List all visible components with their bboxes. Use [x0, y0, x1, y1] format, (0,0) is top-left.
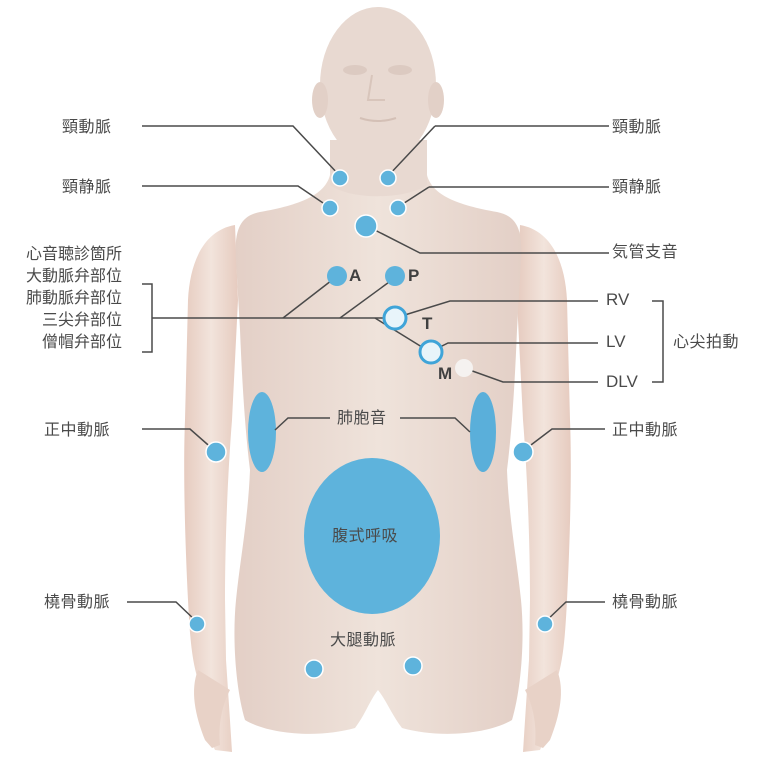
carotid-point-right[interactable]: [379, 169, 397, 187]
radial-artery-label-left: 橈骨動脈: [44, 592, 111, 611]
radial-artery-point-left[interactable]: [188, 615, 206, 633]
tricuspid-code: T: [422, 314, 433, 333]
tricuspid-valve-label: 三尖弁部位: [41, 310, 122, 329]
radial-artery-point-right[interactable]: [536, 615, 554, 633]
heart-auscultation-list: 心音聴診箇所 大動脈弁部位 肺動脈弁部位 三尖弁部位 僧帽弁部位: [4, 243, 122, 353]
torso: [234, 175, 523, 734]
jugular-label-right: 頸静脈: [612, 177, 662, 196]
lv-label: LV: [606, 332, 626, 351]
lung-sound-label: 肺胞音: [337, 408, 387, 427]
dlv-label: DLV: [606, 372, 638, 391]
left-arm: [184, 225, 238, 752]
jugular-label-left: 頸静脈: [62, 177, 112, 196]
aortic-valve-label: 大動脈弁部位: [25, 266, 122, 285]
trachea-point[interactable]: [354, 214, 378, 238]
leader-lines: [127, 125, 664, 623]
median-artery-point-left[interactable]: [205, 441, 227, 463]
femoral-artery-point-left[interactable]: [304, 659, 324, 679]
femoral-artery-point-right[interactable]: [403, 656, 423, 676]
carotid-label-right: 頸動脈: [612, 117, 662, 136]
tricuspid-valve-point[interactable]: [382, 305, 408, 331]
head: [312, 7, 444, 163]
abdominal-breathing-area[interactable]: [304, 458, 440, 614]
rv-label: RV: [606, 290, 630, 309]
pulmonary-code: P: [408, 266, 420, 285]
right-arm: [517, 225, 571, 752]
pulmonary-valve-label: 肺動脈弁部位: [25, 288, 122, 307]
lung-sound-area-right[interactable]: [470, 392, 496, 472]
femoral-artery-label: 大腿動脈: [330, 630, 397, 649]
pulmonary-valve-point[interactable]: [385, 266, 405, 286]
aortic-code: A: [349, 266, 362, 285]
mitral-lv-point[interactable]: [418, 339, 444, 365]
carotid-point-left[interactable]: [331, 169, 349, 187]
carotid-label-left: 頸動脈: [62, 117, 112, 136]
mitral-point[interactable]: [455, 359, 473, 377]
jugular-point-left[interactable]: [321, 199, 339, 217]
median-artery-label-left: 正中動脈: [44, 420, 111, 439]
mitral-valve-label: 僧帽弁部位: [41, 332, 122, 351]
abdominal-breathing-label: 腹式呼吸: [332, 526, 399, 545]
jugular-point-right[interactable]: [389, 199, 407, 217]
heart-heading: 心音聴診箇所: [25, 244, 122, 263]
median-artery-point-right[interactable]: [512, 441, 534, 463]
lung-sound-area-left[interactable]: [248, 392, 276, 472]
median-artery-label-right: 正中動脈: [612, 420, 679, 439]
trachea-label: 気管支音: [612, 242, 679, 261]
apex-beat-label: 心尖拍動: [673, 332, 740, 351]
radial-artery-label-right: 橈骨動脈: [612, 592, 679, 611]
mitral-code: M: [438, 364, 453, 383]
aortic-valve-point[interactable]: [327, 266, 347, 286]
